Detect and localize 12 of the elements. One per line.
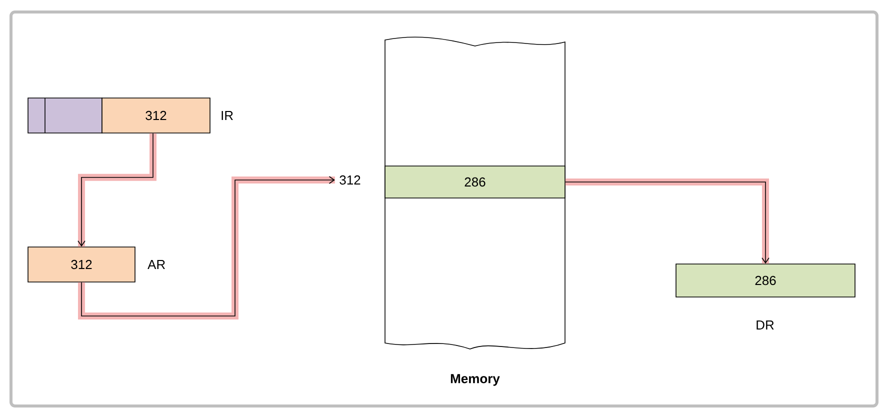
node-label: IR — [222, 111, 233, 120]
node-label: AR — [148, 260, 165, 269]
register-box: 312 IR — [28, 98, 233, 134]
arrow — [565, 178, 770, 264]
register-box: 286 DR — [676, 264, 856, 330]
node-label: DR — [756, 320, 774, 330]
arrow — [78, 176, 335, 320]
node-label: Memory — [450, 374, 500, 386]
arrow — [78, 133, 156, 247]
memory-word-box: 286 — [384, 166, 566, 198]
address-label: 312 — [340, 175, 360, 185]
register-box: 312 AR — [28, 246, 165, 282]
